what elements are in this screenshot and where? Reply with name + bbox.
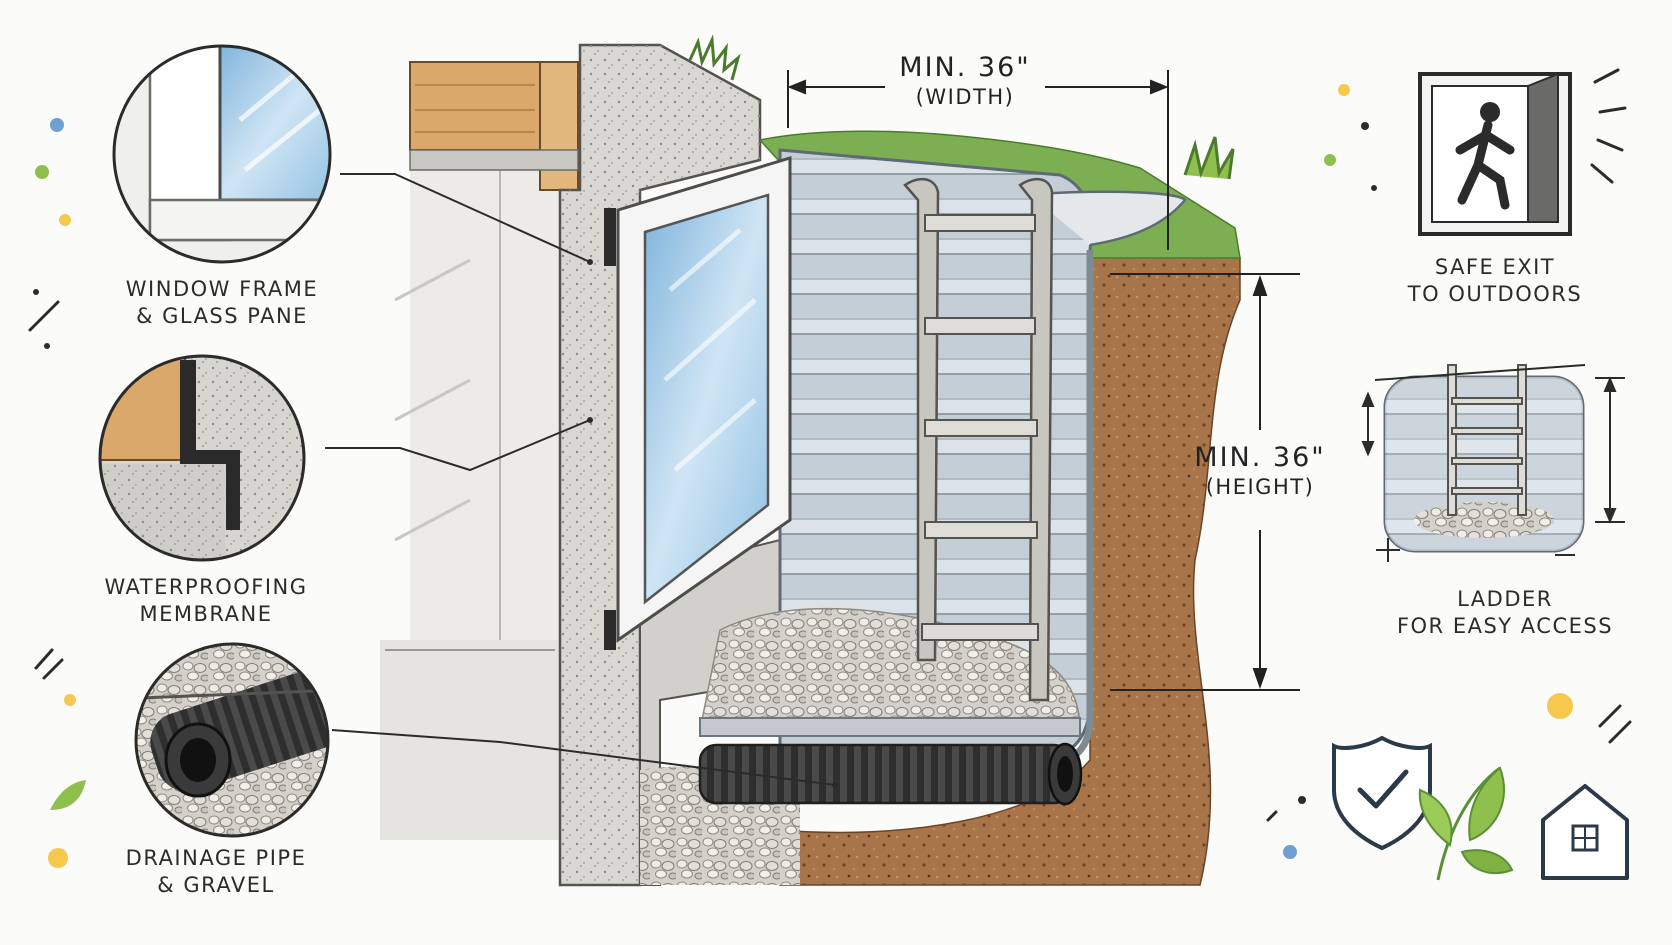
- width-dimension: [787, 70, 1169, 250]
- width-dimension-label: MIN. 36" (WIDTH): [890, 52, 1040, 109]
- house-icon: [1541, 784, 1629, 880]
- membrane-callout: [98, 354, 593, 562]
- window-frame-label: WINDOW FRAME & GLASS PANE: [112, 276, 332, 330]
- window-frame-label-line2: & GLASS PANE: [136, 304, 308, 328]
- width-caption: (WIDTH): [915, 85, 1015, 109]
- drainage-callout: [134, 642, 838, 838]
- window-frame-callout: [112, 44, 593, 265]
- ladder-label: LADDER FOR EASY ACCESS: [1385, 586, 1625, 640]
- safe-exit-label: SAFE EXIT TO OUTDOORS: [1385, 254, 1605, 308]
- drainage-label-line2: & GRAVEL: [157, 873, 275, 897]
- height-dimension: [1110, 273, 1300, 691]
- drainage-label-line1: DRAINAGE PIPE: [125, 846, 307, 870]
- egress-window: [604, 155, 792, 650]
- ladder-label-line2: FOR EASY ACCESS: [1396, 614, 1614, 638]
- exit-door-icon: [1418, 68, 1627, 236]
- membrane-label-line1: WATERPROOFING: [104, 575, 308, 599]
- drainage-pipe: [698, 742, 1083, 806]
- height-dimension-label: MIN. 36" (HEIGHT): [1185, 442, 1335, 499]
- interior-room: [380, 150, 560, 840]
- window-frame-label-line1: WINDOW FRAME: [125, 277, 319, 301]
- safe-exit-label-line2: TO OUTDOORS: [1407, 282, 1583, 306]
- height-value: MIN. 36": [1194, 442, 1326, 473]
- width-value: MIN. 36": [899, 52, 1031, 83]
- decorative-marks: [28, 84, 1632, 868]
- well-gravel: [699, 607, 1081, 737]
- shield-check-icon: [1332, 735, 1432, 851]
- leaf-icon: [1418, 766, 1514, 881]
- height-caption: (HEIGHT): [1205, 475, 1315, 499]
- membrane-label: WATERPROOFING MEMBRANE: [96, 574, 316, 628]
- ladder-well-thumbnail: [1361, 364, 1625, 562]
- well-ladder: [903, 177, 1054, 702]
- membrane-label-line2: MEMBRANE: [139, 602, 273, 626]
- safe-exit-label-line1: SAFE EXIT: [1434, 255, 1556, 279]
- drainage-label: DRAINAGE PIPE & GRAVEL: [106, 845, 326, 899]
- ladder-label-line1: LADDER: [1457, 587, 1553, 611]
